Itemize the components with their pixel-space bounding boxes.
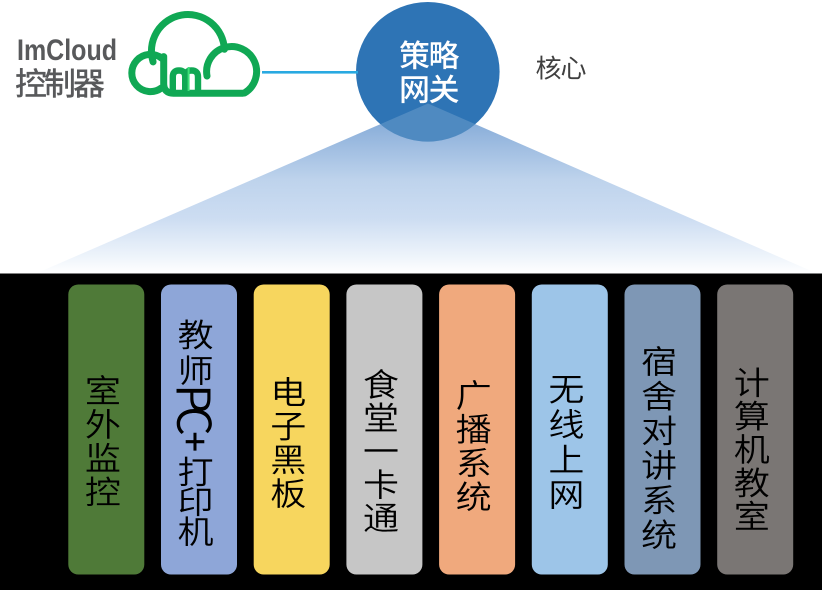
svg-text:ImCloud: ImCloud	[17, 34, 117, 67]
